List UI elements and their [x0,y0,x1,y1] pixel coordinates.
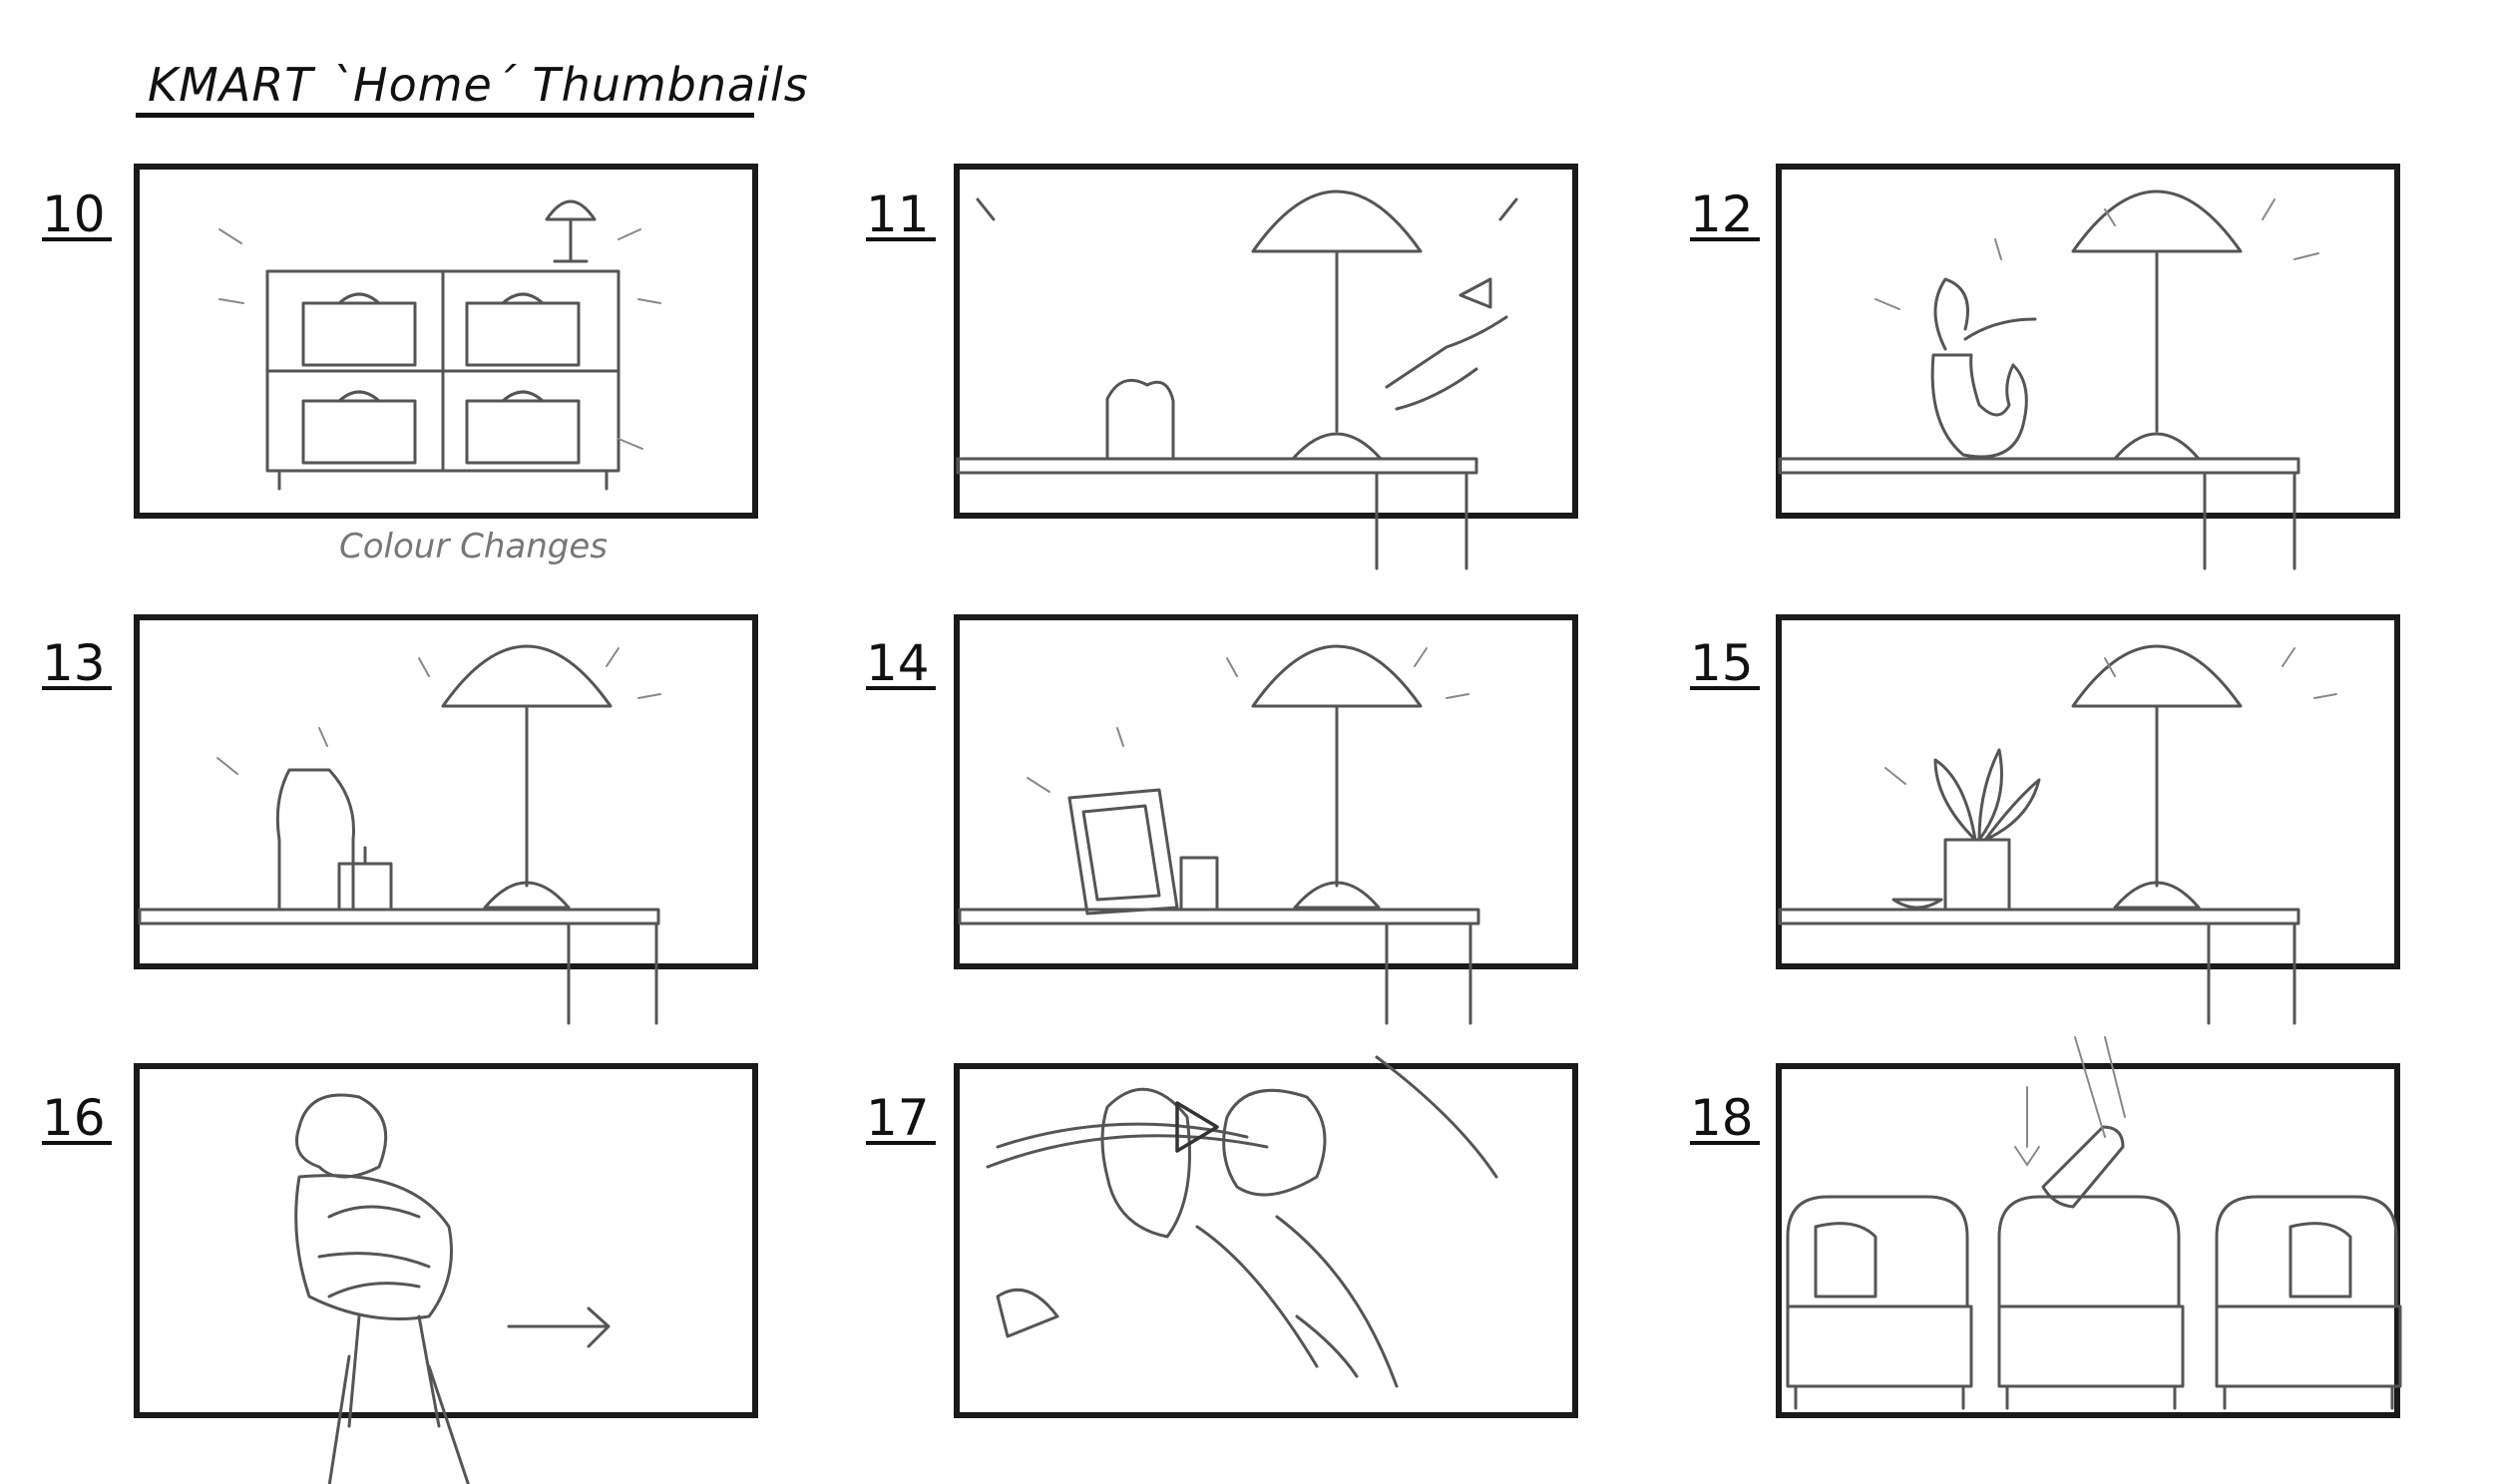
woman-throwing-cushion-sketch-17 [986,1055,1498,1388]
vase-lamp-sketch-12 [1778,189,2319,570]
title-underline [136,113,754,118]
sheet-title: KMART `Home´ Thumbnails [148,58,809,112]
panel-number-underline [866,237,936,241]
panel-number-18: 18 [1690,1089,1754,1147]
lamp-table-sketch-11 [956,189,1518,570]
panel-number-underline [42,686,112,690]
panel-number-underline [1690,686,1760,690]
colour-changes-note: Colour Changes [339,527,609,566]
panel-number-11: 11 [866,186,930,243]
three-chairs-sketch-18 [1786,1036,2402,1410]
thumbnail-panel-10 [134,164,758,519]
panel-number-underline [42,1141,112,1145]
panel-number-14: 14 [866,634,930,692]
panel-number-underline [866,1141,936,1145]
thumbnail-panel-17 [954,1063,1578,1418]
panel-number-10: 10 [42,186,106,243]
shelf-unit-sketch [218,199,661,491]
vase-candle-lamp-sketch-13 [138,644,661,1025]
panel-number-underline [866,686,936,690]
panel-number-16: 16 [42,1089,106,1147]
panel-number-15: 15 [1690,634,1754,692]
panel-number-12: 12 [1690,186,1754,243]
panel-number-underline [1690,237,1760,241]
woman-carrying-cushions-sketch-16 [294,1093,611,1484]
panel-number-17: 17 [866,1089,930,1147]
frame-candle-lamp-sketch-14 [958,644,1480,1025]
panel-number-underline [42,237,112,241]
panel-number-13: 13 [42,634,106,692]
panel-number-underline [1690,1141,1760,1145]
plant-bowl-lamp-sketch-15 [1778,644,2337,1025]
